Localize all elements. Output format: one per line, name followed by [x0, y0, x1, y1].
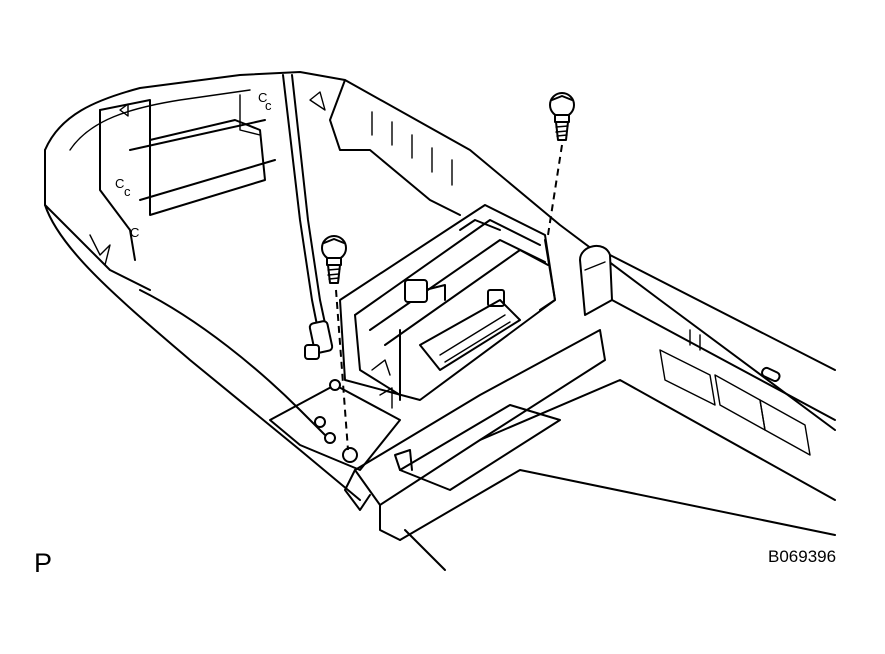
base-plate [269, 379, 401, 471]
side-trim [609, 254, 836, 456]
front-compartment [344, 245, 836, 571]
svg-text:C: C [258, 90, 267, 105]
bolt-icon [549, 92, 575, 141]
bolt-guide-line [547, 144, 563, 236]
shift-cable [282, 74, 334, 360]
bolt-guide-line [335, 289, 349, 451]
svg-text:c: c [265, 98, 272, 113]
rear-tray: C c C C c [89, 90, 326, 266]
svg-text:c: c [124, 184, 131, 199]
figure-code: B069396 [768, 547, 837, 566]
corner-letter: P [34, 548, 53, 578]
svg-text:C: C [115, 176, 124, 191]
svg-text:C: C [130, 225, 139, 240]
console-body [44, 71, 836, 501]
shifter-assembly [339, 204, 556, 409]
bolt-icon [321, 235, 347, 284]
